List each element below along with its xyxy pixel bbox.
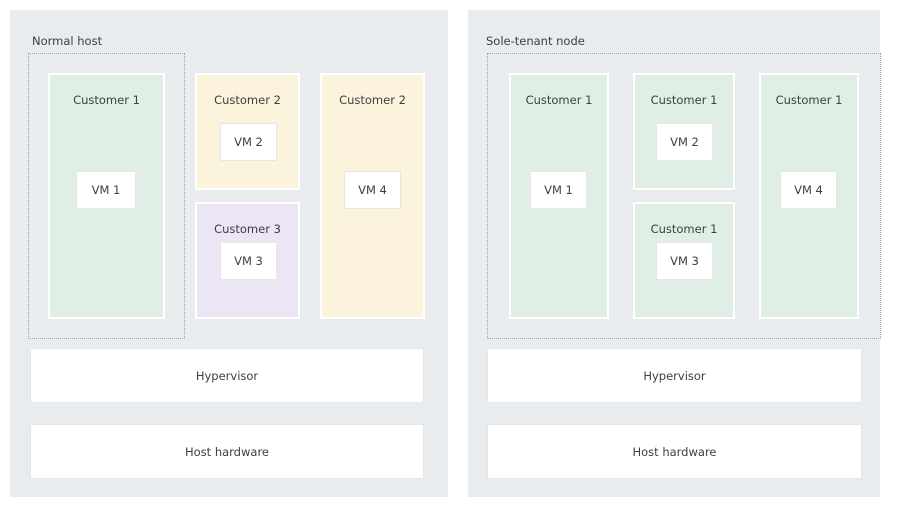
vm-box-sole-4: VM 4 — [780, 171, 837, 209]
hypervisor-box-sole: Hypervisor — [487, 348, 862, 403]
customer-label-sole-2: Customer 1 — [650, 93, 718, 107]
customer-label-normal-1: Customer 1 — [73, 93, 140, 107]
vm-box-normal-2: VM 2 — [220, 123, 277, 161]
customer-label-sole-3: Customer 1 — [650, 222, 718, 236]
vm-box-sole-1: VM 1 — [530, 171, 587, 209]
customer-label-normal-4: Customer 2 — [339, 93, 406, 107]
panel-title-normal-host: Normal host — [32, 34, 103, 48]
host-hardware-box-sole: Host hardware — [487, 424, 862, 479]
hypervisor-box-normal: Hypervisor — [30, 348, 424, 403]
vm-box-normal-1: VM 1 — [76, 171, 136, 209]
panel-sole-tenant-node: Sole-tenant node Customer 1 VM 1 Custome… — [468, 10, 881, 497]
customer-label-sole-1: Customer 1 — [525, 93, 593, 107]
vm-box-sole-3: VM 3 — [656, 242, 713, 280]
panel-normal-host: Normal host Customer 1 VM 1 Customer 2 V… — [10, 10, 448, 497]
tenant-boundary-sole-tenant — [487, 53, 881, 339]
panel-title-sole-tenant-node: Sole-tenant node — [486, 34, 585, 48]
vm-box-normal-3: VM 3 — [220, 242, 277, 280]
customer-label-sole-4: Customer 1 — [775, 93, 843, 107]
customer-box-normal-1: Customer 1 — [48, 73, 165, 319]
customer-label-normal-3: Customer 3 — [214, 222, 281, 236]
vm-box-normal-4: VM 4 — [344, 171, 401, 209]
customer-box-sole-2: Customer 1 — [633, 73, 735, 190]
host-hardware-box-normal: Host hardware — [30, 424, 424, 479]
customer-label-normal-2: Customer 2 — [214, 93, 281, 107]
tenant-boundary-normal-host — [28, 53, 185, 339]
vm-box-sole-2: VM 2 — [656, 123, 713, 161]
